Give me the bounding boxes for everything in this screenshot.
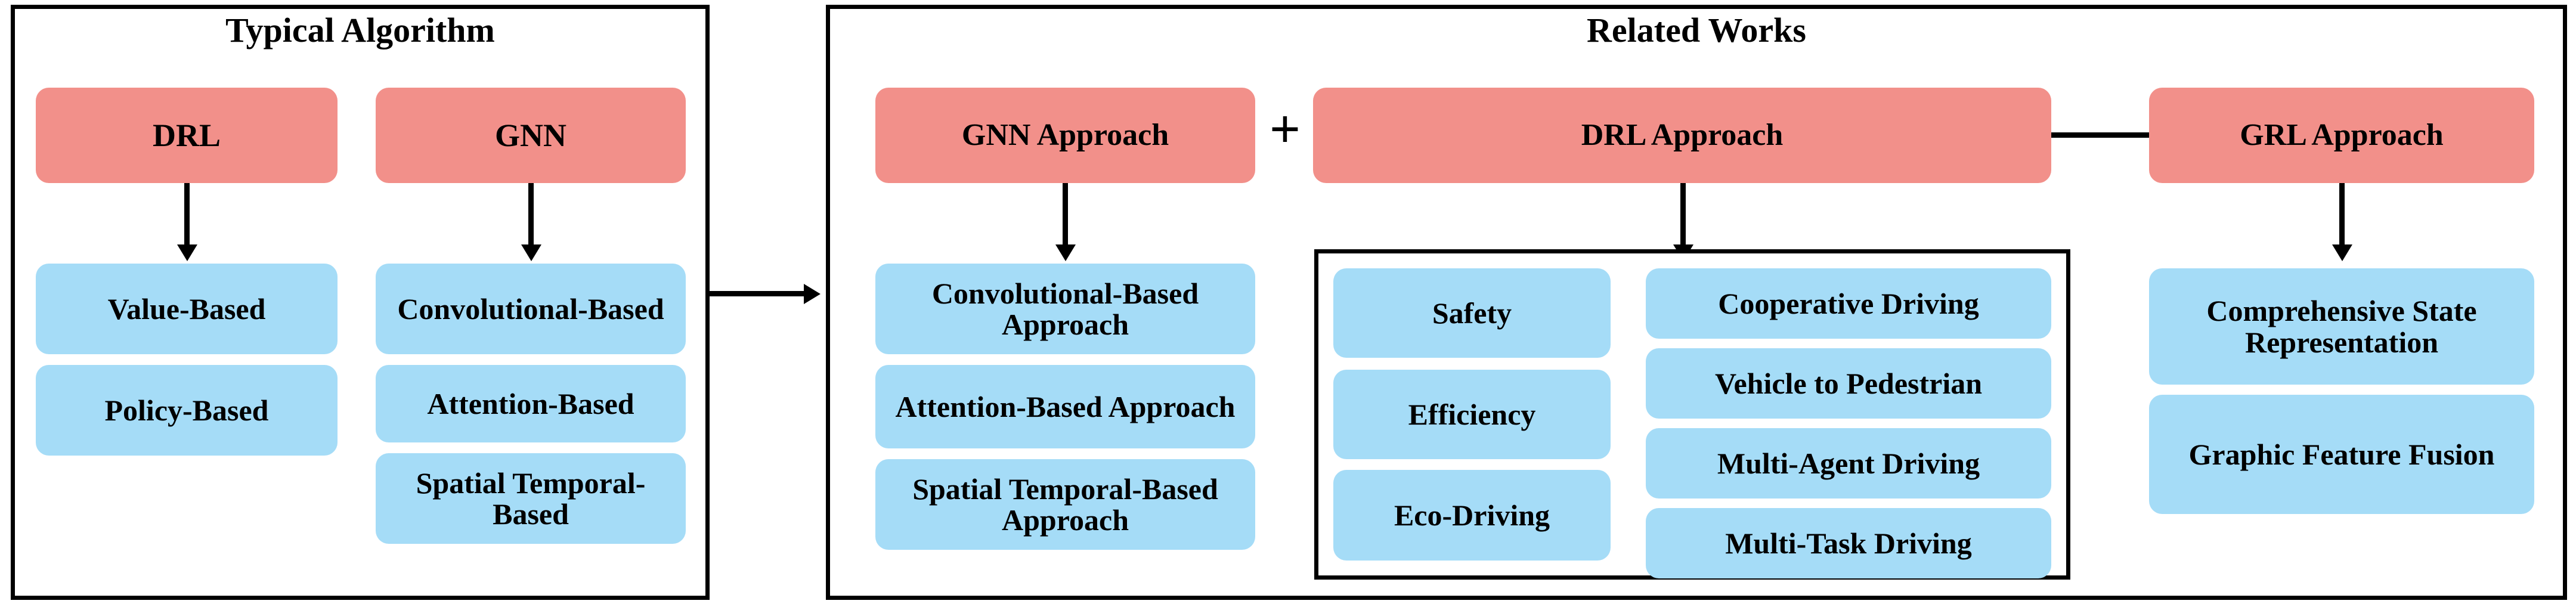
node-label: DRL Approach (1581, 117, 1784, 152)
node-vehicle-to-pedestrian[interactable]: Vehicle to Pedestrian (1646, 348, 2051, 419)
node-label: Vehicle to Pedestrian (1714, 366, 1983, 400)
arrow-gnn-to-conv (528, 183, 534, 246)
node-comprehensive-state-representation[interactable]: Comprehensive State Representation (2149, 268, 2534, 385)
node-graphic-feature-fusion[interactable]: Graphic Feature Fusion (2149, 395, 2534, 514)
node-value-based[interactable]: Value-Based (36, 264, 338, 354)
node-label: Multi-Task Driving (1725, 526, 1972, 560)
node-label: GNN (495, 117, 566, 153)
node-label: Cooperative Driving (1718, 286, 1979, 320)
node-eco-driving[interactable]: Eco-Driving (1333, 470, 1611, 561)
node-efficiency[interactable]: Efficiency (1333, 370, 1611, 459)
plus-operator: + (1269, 98, 1301, 159)
node-label: DRL (152, 117, 221, 153)
node-multi-task-driving[interactable]: Multi-Task Driving (1646, 508, 2051, 578)
node-grl-approach[interactable]: GRL Approach (2149, 88, 2534, 183)
node-label: Eco-Driving (1394, 498, 1550, 532)
node-drl[interactable]: DRL (36, 88, 338, 183)
node-label: Comprehensive State Representation (2206, 294, 2477, 359)
arrow-grl-approach-down (2339, 183, 2345, 246)
node-label: Value-Based (107, 292, 266, 326)
node-attention-based-approach[interactable]: Attention-Based Approach (875, 365, 1255, 448)
node-label: GNN Approach (961, 117, 1169, 152)
node-gnn[interactable]: GNN (376, 88, 686, 183)
node-label: Attention-Based (427, 386, 634, 420)
node-label: GRL Approach (2240, 117, 2444, 152)
arrow-left-panel-to-right-panel (710, 291, 805, 296)
node-label: Safety (1432, 296, 1512, 330)
node-label: Spatial Temporal-Based Approach (912, 472, 1218, 537)
node-label: Policy-Based (104, 393, 269, 427)
node-cooperative-driving[interactable]: Cooperative Driving (1646, 268, 2051, 339)
node-multi-agent-driving[interactable]: Multi-Agent Driving (1646, 428, 2051, 499)
left-panel-title: Typical Algorithm (225, 11, 495, 49)
arrow-drl-approach-to-grl-approach (2051, 132, 2151, 138)
node-drl-approach[interactable]: DRL Approach (1313, 88, 2051, 183)
arrow-drl-approach-down (1680, 183, 1686, 246)
node-label: Attention-Based Approach (895, 389, 1236, 423)
node-label: Efficiency (1408, 397, 1536, 431)
node-spatial-temporal-based-approach[interactable]: Spatial Temporal-Based Approach (875, 459, 1255, 550)
node-safety[interactable]: Safety (1333, 268, 1611, 358)
node-convolutional-based[interactable]: Convolutional-Based (376, 264, 686, 354)
node-label: Spatial Temporal-Based (416, 466, 646, 531)
arrow-gnn-approach-down (1063, 183, 1068, 246)
arrow-drl-to-value (184, 183, 190, 246)
right-panel-title: Related Works (1587, 11, 1806, 49)
node-label: Multi-Agent Driving (1717, 446, 1980, 480)
node-gnn-approach[interactable]: GNN Approach (875, 88, 1255, 183)
node-label: Convolutional-Based Approach (931, 276, 1199, 341)
node-convolutional-based-approach[interactable]: Convolutional-Based Approach (875, 264, 1255, 354)
node-label: Graphic Feature Fusion (2188, 437, 2495, 471)
node-label: Convolutional-Based (397, 292, 664, 326)
node-policy-based[interactable]: Policy-Based (36, 365, 338, 456)
node-spatial-temporal-based[interactable]: Spatial Temporal-Based (376, 453, 686, 544)
node-attention-based[interactable]: Attention-Based (376, 365, 686, 442)
